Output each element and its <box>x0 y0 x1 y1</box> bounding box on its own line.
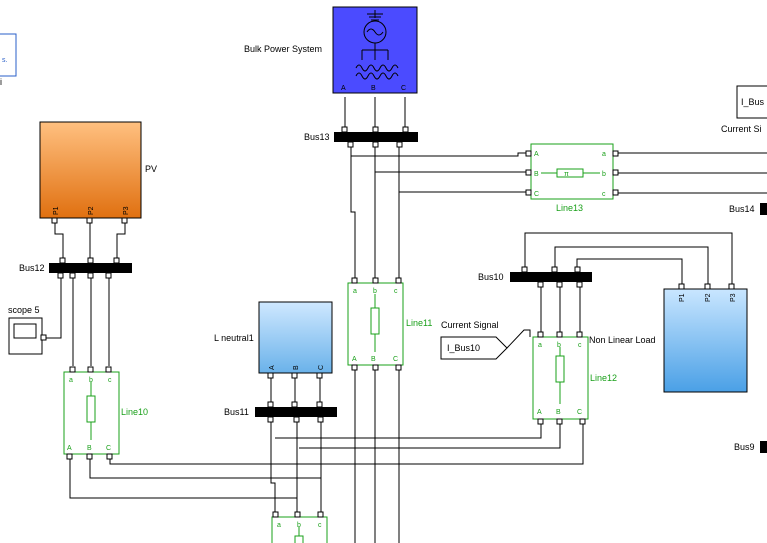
pv-block[interactable]: P1 P2 P3 <box>39 121 142 224</box>
line13-port-A: A <box>534 151 539 158</box>
l-neutral1-port-b: B <box>293 365 300 370</box>
bus11[interactable] <box>255 401 337 423</box>
line11-port-b: b <box>373 288 377 295</box>
bus14[interactable] <box>760 203 767 215</box>
line10-port-b: b <box>89 377 93 384</box>
bulk-port-a: A <box>341 85 346 92</box>
bus10[interactable] <box>510 266 592 288</box>
scope5-label: scope 5 <box>8 305 40 315</box>
pv-port-p2: P2 <box>88 206 95 215</box>
l-neutral1-port-a: A <box>269 365 276 370</box>
line13-label: Line13 <box>556 203 583 213</box>
bulk-power-system-block[interactable]: A B C <box>332 6 418 94</box>
topleft-fragment-block[interactable]: s. <box>0 33 17 77</box>
current-signal-bus10-value: I_Bus10 <box>447 343 480 353</box>
line13-port-c: c <box>602 191 606 198</box>
bus9[interactable] <box>760 441 767 453</box>
bulk-port-b: B <box>371 85 376 92</box>
line-bottom-port-a: a <box>277 522 281 529</box>
bus12-label: Bus12 <box>19 263 45 273</box>
line11-port-A: A <box>352 356 357 363</box>
line-bottom-port-c: c <box>318 522 322 529</box>
line12-port-B: B <box>556 409 561 416</box>
bus9-label: Bus9 <box>734 442 755 452</box>
line13-port-B: B <box>534 171 539 178</box>
non-linear-load-label: Non Linear Load <box>589 335 656 345</box>
bulk-power-system-label: Bulk Power System <box>244 44 322 54</box>
bus13[interactable] <box>334 126 418 148</box>
line12-port-C: C <box>577 409 582 416</box>
line13-block[interactable]: π A B C a b c <box>525 143 619 200</box>
line12-port-b: b <box>557 342 561 349</box>
non-linear-load-block[interactable]: P1 P2 P3 <box>663 283 748 393</box>
line10-label: Line10 <box>121 407 148 417</box>
l-neutral1-block[interactable]: A B C <box>258 301 333 379</box>
bus11-label: Bus11 <box>224 407 249 417</box>
nll-port-p1: P1 <box>679 293 686 302</box>
l-neutral1-port-c: C <box>318 365 325 370</box>
line10-port-A: A <box>67 445 72 452</box>
current-signal-right-value: I_Bus <box>741 97 765 107</box>
bus10-label: Bus10 <box>478 272 504 282</box>
bus13-label: Bus13 <box>304 132 330 142</box>
l-neutral1-label: L neutral1 <box>214 333 254 343</box>
line13-port-b: b <box>602 171 606 178</box>
bus12[interactable] <box>49 257 132 279</box>
line11-block[interactable]: a b c A B C <box>347 277 404 371</box>
bus14-label: Bus14 <box>729 204 755 214</box>
current-signal-right-tag[interactable]: I_Bus <box>736 85 767 119</box>
line12-port-A: A <box>537 409 542 416</box>
line13-pi: π <box>564 171 569 178</box>
line10-port-a: a <box>69 377 73 384</box>
line13-port-a: a <box>602 151 606 158</box>
pv-port-p3: P3 <box>123 206 130 215</box>
current-signal-right-label: Current Si <box>721 124 762 134</box>
pv-label: PV <box>145 164 157 174</box>
scope5-block[interactable] <box>8 317 47 355</box>
line10-port-B: B <box>87 445 92 452</box>
line12-block[interactable]: a b c A B C <box>532 331 589 425</box>
line10-port-C: C <box>106 445 111 452</box>
line11-port-c: c <box>394 288 398 295</box>
bulk-port-c: C <box>401 85 406 92</box>
line11-label: Line11 <box>406 318 432 328</box>
current-signal-bus10-label: Current Signal <box>441 320 499 330</box>
pv-port-p1: P1 <box>53 206 60 215</box>
line11-port-B: B <box>371 356 376 363</box>
topleft-fragment-text: s. <box>2 57 8 64</box>
line-bottom-port-b: b <box>297 522 301 529</box>
line10-block[interactable]: a b c A B C <box>63 366 120 460</box>
line11-port-a: a <box>353 288 357 295</box>
line12-port-c: c <box>578 342 582 349</box>
line-bottom-block[interactable]: a b c <box>271 511 328 543</box>
topleft-fragment-label: i <box>0 77 2 87</box>
current-signal-bus10-tag[interactable]: I_Bus10 <box>440 336 508 360</box>
line10-port-c: c <box>108 377 112 384</box>
nll-port-p2: P2 <box>705 293 712 302</box>
nll-port-p3: P3 <box>730 293 737 302</box>
line11-port-C: C <box>393 356 398 363</box>
line13-port-C: C <box>534 191 539 198</box>
line12-label: Line12 <box>590 373 617 383</box>
line12-port-a: a <box>538 342 542 349</box>
wires <box>46 97 767 543</box>
